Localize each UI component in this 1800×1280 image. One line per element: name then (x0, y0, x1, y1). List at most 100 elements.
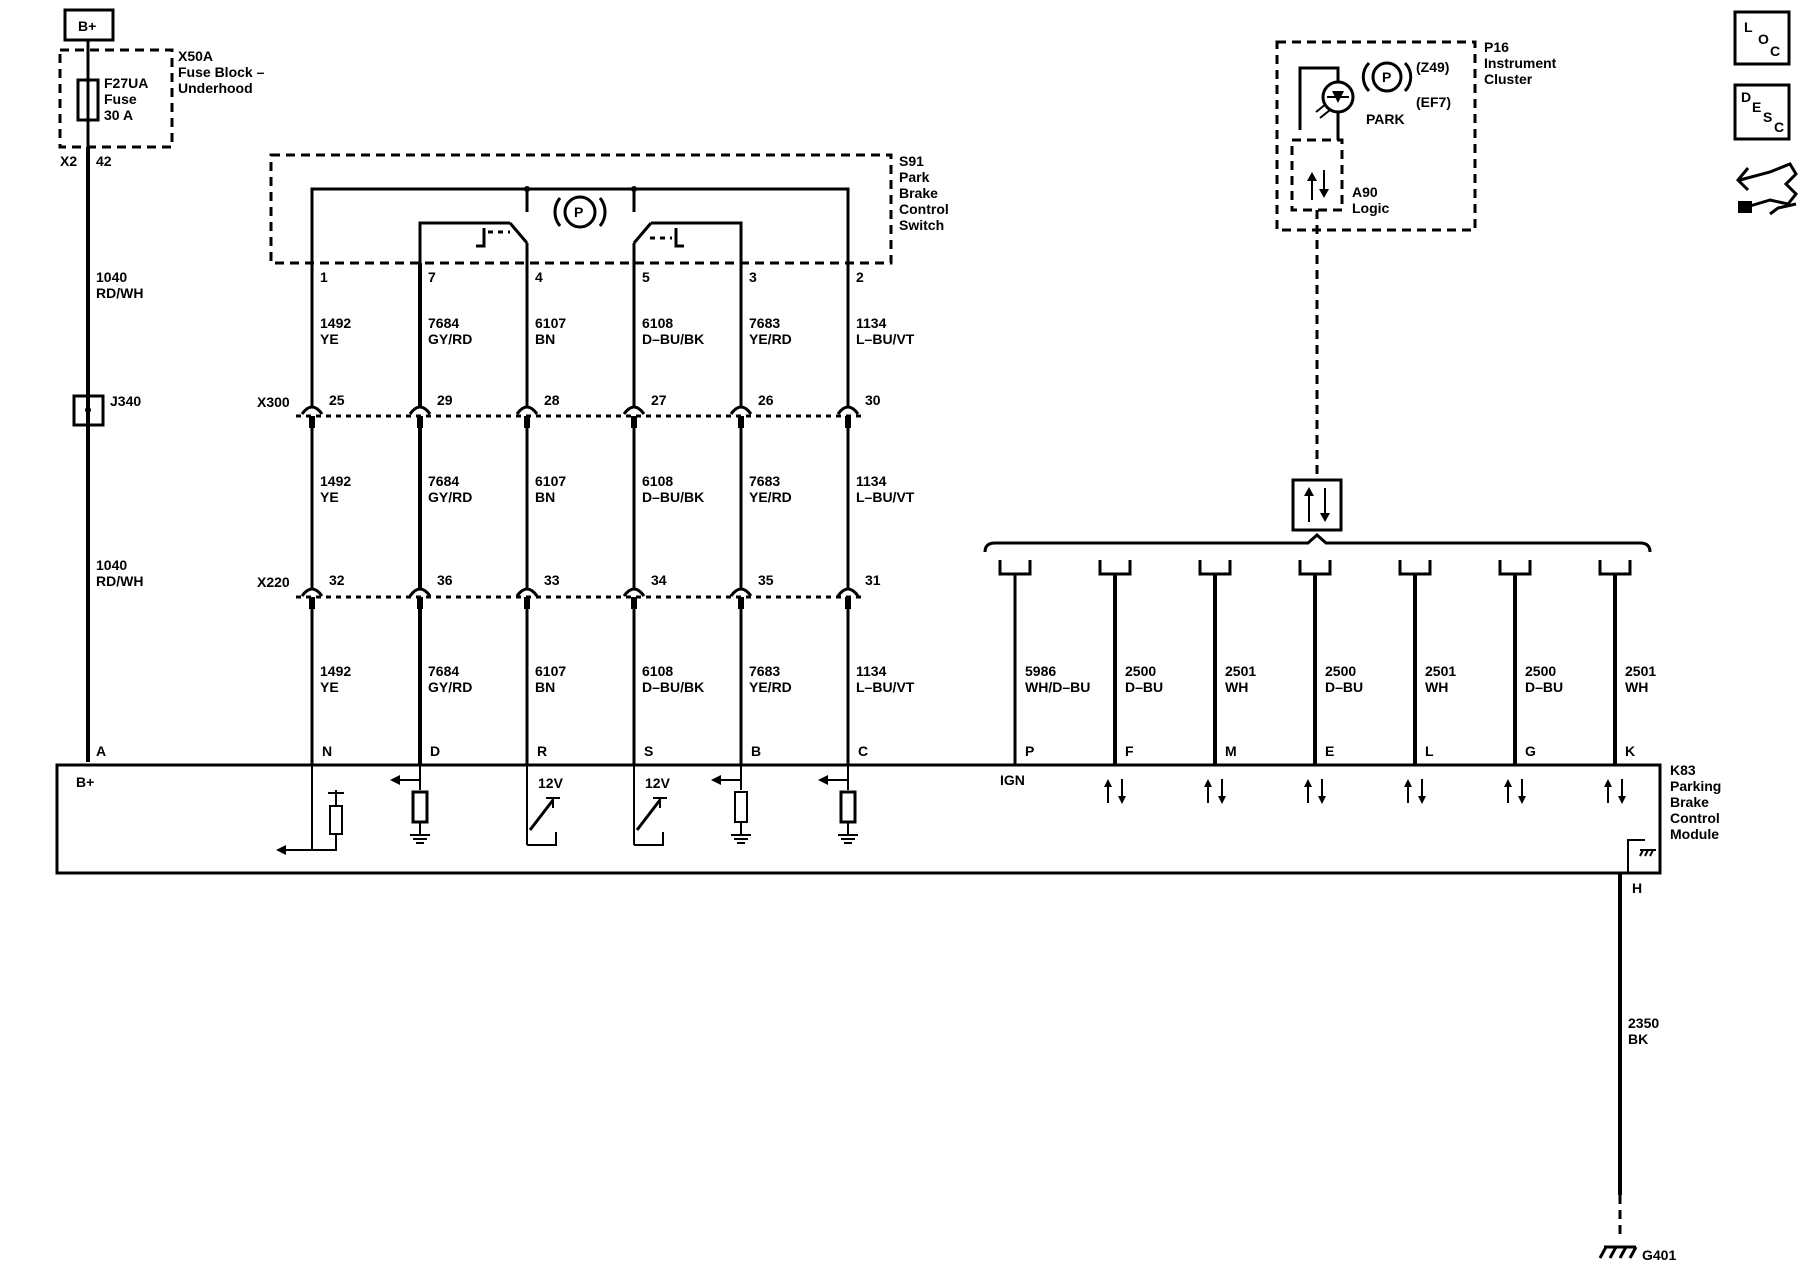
fuse-rating: 30 A (104, 107, 133, 123)
cluster-option-2: (EF7) (1416, 94, 1451, 110)
wire-color: D–BU/BK (642, 489, 704, 505)
fuse-connector: X2 (60, 153, 77, 169)
wire-color: YE/RD (749, 679, 792, 695)
circuit-number: 1492 (320, 315, 351, 331)
module-name-1: Parking (1670, 778, 1721, 794)
desc-e: E (1752, 99, 1761, 115)
circuit-number: 5986 (1025, 663, 1056, 679)
x220-pin: 36 (437, 572, 453, 588)
wire-color: L–BU/VT (856, 679, 915, 695)
module-12v-a: 12V (538, 775, 564, 791)
loc-icon[interactable]: L O C (1733, 10, 1791, 66)
x300-pin-mark (738, 416, 744, 428)
circuit-number: 6108 (642, 473, 673, 489)
x220-pin-mark (524, 597, 530, 609)
wire-color: GY/RD (428, 679, 472, 695)
module-12v-b: 12V (645, 775, 671, 791)
cluster-id: P16 (1484, 39, 1509, 55)
wire-color: YE (320, 331, 339, 347)
desc-s: S (1763, 109, 1772, 125)
circuit-number: 7683 (749, 315, 780, 331)
switch-pin: 2 (856, 269, 864, 285)
parking-brake-module: K83 Parking Brake Control Module A B+ IG… (55, 743, 1721, 896)
park-brake-switch: S91 Park Brake Control Switch P (269, 153, 949, 265)
x300-pin: 30 (865, 392, 881, 408)
ground-circuit: 2350 (1628, 1015, 1659, 1031)
x220-terminal (836, 587, 860, 597)
module-pin-a: A (96, 743, 106, 759)
switch-wires: 11492YE251492YE321492YEN77684GY/RD297684… (300, 263, 915, 765)
circuit-number: 6108 (642, 663, 673, 679)
circuit-number: 6108 (642, 315, 673, 331)
module-pin: L (1425, 743, 1434, 759)
bplus-label: B+ (78, 18, 96, 34)
module-pin: S (644, 743, 653, 759)
splice-box (72, 394, 105, 427)
circuit-number: 2500 (1525, 663, 1556, 679)
wire-color: BN (535, 489, 555, 505)
x220-pin: 34 (651, 572, 667, 588)
x220-pin: 35 (758, 572, 774, 588)
connector-icon[interactable] (1735, 162, 1799, 216)
module-pin: G (1525, 743, 1536, 759)
switch-pin: 4 (535, 269, 543, 285)
module-ign: IGN (1000, 772, 1025, 788)
x300-terminal (515, 405, 539, 415)
wire-color: D–BU (1125, 679, 1163, 695)
module-id: K83 (1670, 762, 1696, 778)
x220-pin: 32 (329, 572, 345, 588)
cluster-symbol: P (1382, 69, 1391, 85)
wire-color: GY/RD (428, 331, 472, 347)
x300-pin: 26 (758, 392, 774, 408)
x300-pin: 28 (544, 392, 560, 408)
wire-color: YE/RD (749, 489, 792, 505)
loc-c: C (1770, 43, 1780, 59)
module-bplus: B+ (76, 774, 94, 790)
bus-wires: 5986WH/D–BUP2500D–BUF2501WHM2500D–BUE250… (1013, 574, 1656, 804)
x300-pin: 29 (437, 392, 453, 408)
switch-pin: 3 (749, 269, 757, 285)
x300-pin: 27 (651, 392, 667, 408)
circuit-number: 2500 (1325, 663, 1356, 679)
x220-terminal (300, 587, 324, 597)
module-pin: R (537, 743, 547, 759)
module-pin: B (751, 743, 761, 759)
switch-symbol: P (574, 204, 583, 220)
x300-terminal (622, 405, 646, 415)
fuse-word: Fuse (104, 91, 137, 107)
bus-branches (998, 560, 1632, 576)
wire-color: GY/RD (428, 489, 472, 505)
x220-pin-mark (417, 597, 423, 609)
wire-color: WH (1625, 679, 1648, 695)
switch-name-2: Brake (899, 185, 938, 201)
circuit-number: 2501 (1625, 663, 1656, 679)
circuit-number: 7683 (749, 663, 780, 679)
feed-color-2: RD/WH (96, 573, 143, 589)
data-bus (983, 478, 1652, 576)
fuse-block-id: X50A (178, 48, 213, 64)
circuit-number: 6107 (535, 473, 566, 489)
x300-terminal (300, 405, 324, 415)
x220-label: X220 (257, 574, 290, 590)
wire-color: D–BU/BK (642, 679, 704, 695)
x300-pin: 25 (329, 392, 345, 408)
module-ground-pin: H (1632, 880, 1642, 896)
cluster-option-1: (Z49) (1416, 59, 1449, 75)
switch-name-4: Switch (899, 217, 944, 233)
circuit-number: 2501 (1225, 663, 1256, 679)
x300-pin-mark (631, 416, 637, 428)
fuse-block-name-2: Underhood (178, 80, 253, 96)
circuit-number: 1134 (856, 315, 887, 331)
module-pin: P (1025, 743, 1034, 759)
circuit-number: 7684 (428, 315, 459, 331)
x220-terminal (515, 587, 539, 597)
circuit-number: 1492 (320, 473, 351, 489)
module-name-2: Brake (1670, 794, 1709, 810)
x220-pin-mark (309, 597, 315, 609)
desc-icon[interactable]: D E S C (1733, 83, 1791, 141)
x300-pin-mark (309, 416, 315, 428)
feed-circuit-1: 1040 (96, 269, 127, 285)
switch-name-3: Control (899, 201, 949, 217)
circuit-number: 2500 (1125, 663, 1156, 679)
